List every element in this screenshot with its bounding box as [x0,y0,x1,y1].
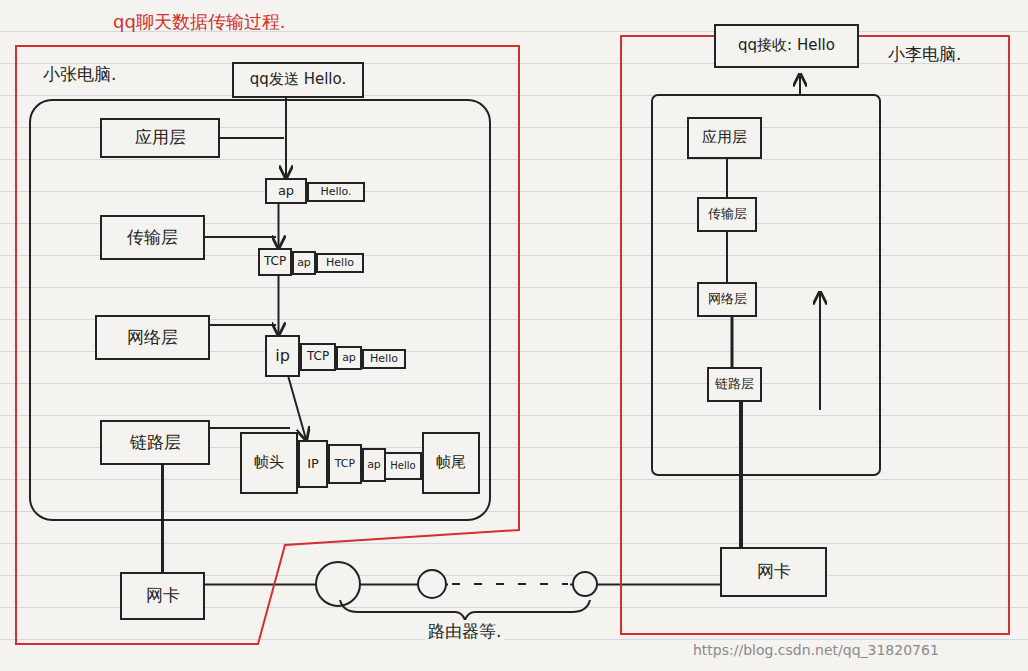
box-label: TCP [264,255,286,269]
gap-mask [448,578,570,590]
layer-box: ap [265,178,307,204]
layer-box: 应用层 [687,117,762,159]
layer-box: IP [298,440,328,488]
layer-line [210,324,276,326]
layer-box: 网络层 [697,282,757,317]
computer-name: 小张电脑. [43,65,116,85]
box-label: ap [342,352,356,365]
box-label: Hello. [320,186,351,199]
diagram-title: qq聊天数据传输过程. [110,10,289,34]
box-label: 链路层 [715,377,754,392]
box-label: IP [307,457,319,472]
box-label: 网卡 [146,586,180,606]
box-label: 网络层 [127,328,178,348]
box-label: Hello [370,353,398,366]
layer-box: qq发送 Hello. [232,62,364,98]
layer-box: ap [362,448,386,482]
layer-box: ip [265,335,300,377]
layer-box: Hello [362,349,406,369]
link-line [726,159,728,197]
layer-box: 网卡 [120,572,205,620]
watermark: https://blog.csdn.net/qq_31820761 [690,642,942,658]
router-label: 路由器等. [425,620,504,643]
layer-box: 网卡 [720,547,827,597]
layer-box: 网络层 [95,315,210,360]
layer-box: TCP [258,248,292,276]
box-label: Hello [390,460,415,472]
router-circle [316,562,360,606]
box-label: ap [297,257,311,270]
layer-box: Hello [384,452,422,480]
output-arrow [799,74,801,95]
link-line [161,465,164,572]
brace [340,600,590,620]
link-line [726,232,728,282]
box-label: 网卡 [757,562,791,582]
box-label: Hello [326,257,354,270]
layer-box: 链路层 [100,420,210,465]
flow-arrow [288,377,306,440]
layer-box: 传输层 [100,215,205,260]
box-label: qq发送 Hello. [250,71,346,88]
box-label: ap [367,459,381,472]
computer-region: 小李电脑. qq接收: Hello 应用层传输层网络层链路层网卡 [620,35,1010,635]
box-label: 链路层 [130,433,181,453]
layer-line [205,236,276,238]
layer-box: TCP [300,343,336,371]
dashed-link [452,583,568,585]
box-label: 传输层 [708,207,747,222]
os-frame [652,95,880,475]
computer-region: 小张电脑. qq发送 Hello. 应用层传输层网络层链路层 ap Hello. TCP a… [15,45,520,645]
box-label: TCP [335,458,355,471]
os-frame [30,100,490,520]
computer-name: 小李电脑. [888,45,961,65]
layer-box: 链路层 [707,367,762,402]
box-label: 帧头 [254,454,284,471]
layer-box: Hello [316,253,364,273]
flow-arrow [278,276,280,335]
upward-arrow [819,292,821,410]
box-label: ap [278,184,294,199]
layer-box: 帧头 [240,432,298,494]
router-circle [573,572,597,596]
link-line [731,317,734,367]
box-label: 应用层 [135,128,186,148]
box-label: 网络层 [708,292,747,307]
router-circle [418,570,446,598]
layer-box: ap [292,251,316,275]
layer-box: Hello. [307,182,365,202]
box-label: TCP [307,350,329,364]
layer-box: 传输层 [697,197,757,232]
layer-box: 应用层 [100,118,220,158]
box-label: 应用层 [702,129,747,146]
layer-box: TCP [328,444,362,484]
layer-box: ap [336,346,362,370]
box-label: qq接收: Hello [738,37,835,54]
box-label: 帧尾 [436,454,466,471]
layer-line [210,427,290,429]
flow-arrow [278,204,280,248]
box-label: 传输层 [127,228,178,248]
flow-arrow [285,98,287,178]
layer-box: qq接收: Hello [714,24,859,68]
box-label: ip [275,347,290,365]
layer-box: 帧尾 [422,432,480,494]
layer-line [220,137,284,139]
